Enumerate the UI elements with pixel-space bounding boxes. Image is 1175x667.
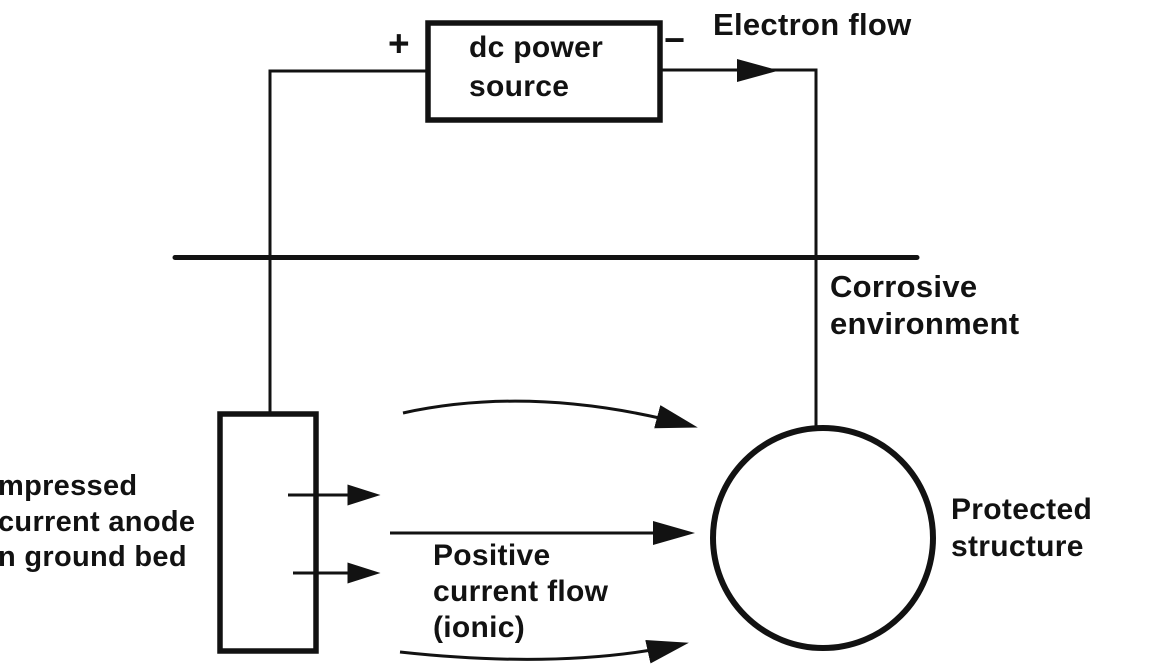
ionic-current-arc-top xyxy=(402,399,698,429)
positive-current-flow-label: Positive current flow (ionic) xyxy=(433,539,609,644)
electron-flow-label: Electron flow xyxy=(713,7,912,42)
corrosive-environment-label: Corrosive environment xyxy=(830,269,1020,341)
ionic-current-arc-bottom xyxy=(399,640,689,664)
anode-rectangle xyxy=(217,411,319,654)
protected-structure-label: Protected structure xyxy=(951,493,1093,563)
minus-terminal-label: − xyxy=(664,19,686,60)
impressed-current-anode-label: mpressed current anode n ground bed xyxy=(0,470,196,573)
plus-terminal-label: + xyxy=(388,23,410,64)
structure-wire xyxy=(660,68,818,430)
protected-structure-circle xyxy=(710,425,936,651)
anode-wire xyxy=(268,69,428,416)
electron-flow-arrowhead-icon xyxy=(737,59,779,82)
dc-power-source-label: dc power source xyxy=(469,31,604,103)
dc-power-source-box xyxy=(425,20,663,123)
